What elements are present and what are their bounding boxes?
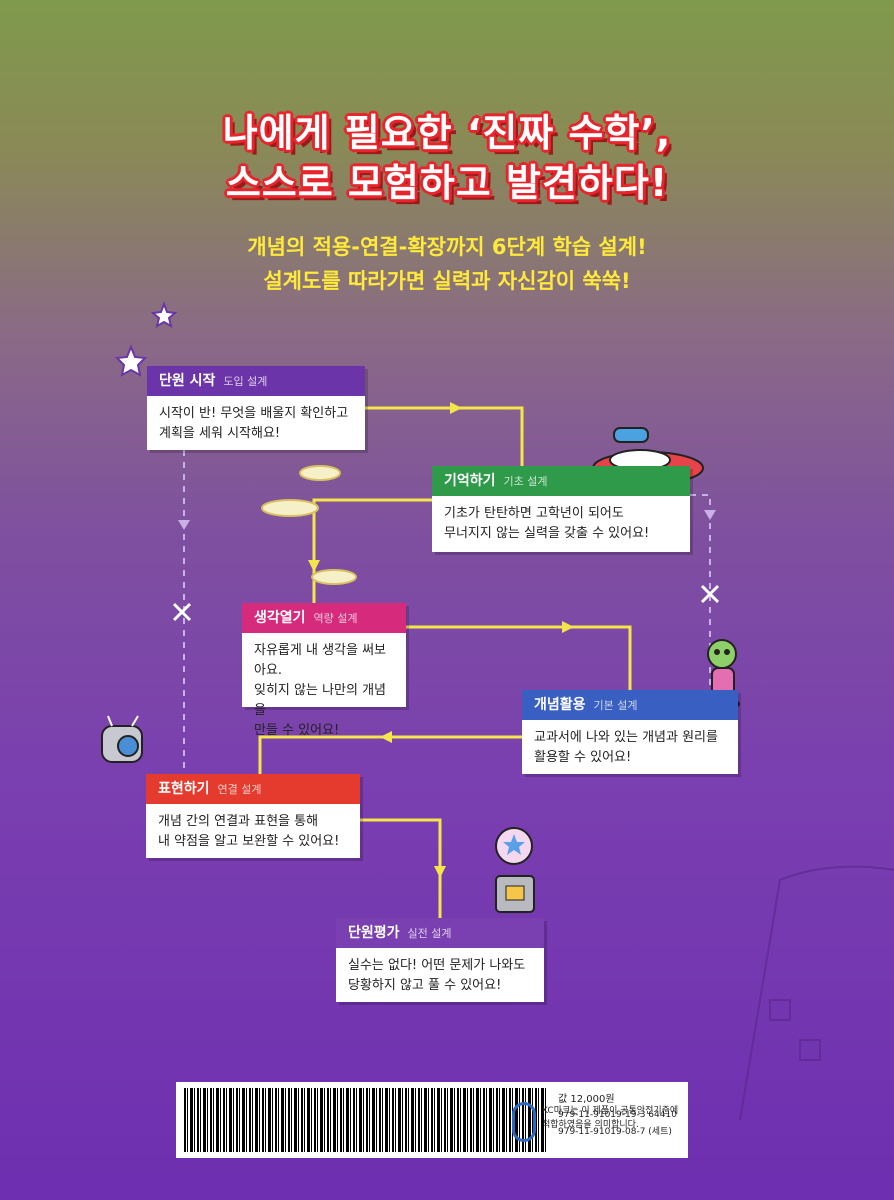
card-open-thinking: 생각열기 역량 설계 자유롭게 내 생각을 써보아요. 잊히지 않는 나만의 개념… [242,603,406,738]
card-body: 기초가 탄탄하면 고학년이 되어도 무너지지 않는 실력을 갖출 수 있어요! [432,496,690,552]
card-body: 실수는 없다! 어떤 문제가 나와도 당황하지 않고 풀 수 있어요! [336,948,544,1004]
robot-head-icon [101,715,143,763]
card-line: 자유롭게 내 생각을 써보아요. [254,643,386,678]
kc-text-line-1: KC마크는 이 제품이 공통안전기준에 [542,1106,679,1116]
card-tag: 역량 설계 [313,612,358,625]
kc-text: KC마크는 이 제품이 공통안전기준에 적합하였음을 의미합니다. [542,1104,686,1132]
isbn-line-1: 979-11-91019-19-3 64410 [558,1110,677,1120]
card-header: 기억하기 기초 설계 [432,466,690,496]
headline-line-1: 나에게 필요한 ‘진짜 수학’, [222,111,672,155]
price-label: 값 12,000원 [558,1094,615,1105]
isbn-line-2: 979-11-91019-08-7 (세트) [558,1127,672,1137]
card-title: 표현하기 [158,781,210,797]
barcode-icon [184,1088,548,1152]
subtitle-line-1: 개념의 적용-연결-확장까지 6단계 학습 설계! [247,235,647,259]
card-line: 만들 수 있어요! [254,723,340,738]
card-line: 활용할 수 있어요! [534,750,632,765]
card-line: 내 약점을 알고 보완할 수 있어요! [158,834,340,849]
card-body: 자유롭게 내 생각을 써보아요. 잊히지 않는 나만의 개념을 만들 수 있어요… [242,633,406,749]
headline: 나에게 필요한 ‘진짜 수학’, 스스로 모험하고 발견하다! [0,108,894,208]
card-unit-test: 단원평가 실전 설계 실수는 없다! 어떤 문제가 나와도 당황하지 않고 풀 수… [336,918,544,1002]
card-body: 교과서에 나와 있는 개념과 원리를 활용할 수 있어요! [522,720,738,776]
card-header: 단원평가 실전 설계 [336,918,544,948]
card-tag: 실전 설계 [407,927,452,940]
card-header: 표현하기 연결 설계 [146,774,360,804]
card-tag: 기본 설계 [593,699,638,712]
kc-mark: KC마크는 이 제품이 공통안전기준에 적합하였음을 의미합니다. [508,1098,688,1158]
subtitle-line-2: 설계도를 따라가면 실력과 자신감이 쑥쑥! [263,269,631,293]
card-title: 기억하기 [444,473,496,489]
card-line: 당황하지 않고 풀 수 있어요! [348,978,502,993]
card-title: 개념활용 [534,697,586,713]
card-unit-start: 단원 시작 도입 설계 시작이 반! 무엇을 배울지 확인하고 계획을 세워 시작… [147,366,365,450]
card-express: 표현하기 연결 설계 개념 간의 연결과 표현을 통해 내 약점을 알고 보완할 … [146,774,360,858]
robot-star-icon [495,827,535,913]
card-line: 교과서에 나와 있는 개념과 원리를 [534,730,718,745]
card-line: 잊히지 않는 나만의 개념을 [254,683,386,718]
subtitle: 개념의 적용-연결-확장까지 6단계 학습 설계! 설계도를 따라가면 실력과 … [0,230,894,298]
kc-text-line-2: 적합하였음을 의미합니다. [542,1120,639,1130]
card-line: 계획을 세워 시작해요! [159,426,281,441]
card-title: 생각열기 [254,610,306,626]
barcode-box: 값 12,000원 979-11-91019-19-3 64410 979-11… [176,1082,688,1158]
card-header: 개념활용 기본 설계 [522,690,738,720]
card-line: 개념 간의 연결과 표현을 통해 [158,814,319,829]
card-tag: 연결 설계 [217,783,262,796]
card-remember: 기억하기 기초 설계 기초가 탄탄하면 고학년이 되어도 무너지지 않는 실력을 … [432,466,690,552]
card-header: 단원 시작 도입 설계 [147,366,365,396]
card-line: 실수는 없다! 어떤 문제가 나와도 [348,958,526,973]
headline-line-2: 스스로 모험하고 발견하다! [225,161,669,205]
card-line: 시작이 반! 무엇을 배울지 확인하고 [159,406,349,421]
card-concept-use: 개념활용 기본 설계 교과서에 나와 있는 개념과 원리를 활용할 수 있어요! [522,690,738,774]
card-tag: 도입 설계 [223,375,268,388]
card-title: 단원평가 [348,925,400,941]
card-body: 개념 간의 연결과 표현을 통해 내 약점을 알고 보완할 수 있어요! [146,804,360,860]
card-title: 단원 시작 [159,373,216,389]
card-header: 생각열기 역량 설계 [242,603,406,633]
card-body: 시작이 반! 무엇을 배울지 확인하고 계획을 세워 시작해요! [147,396,365,452]
card-tag: 기초 설계 [503,475,548,488]
kc-logo-icon [512,1102,536,1142]
card-line: 기초가 탄탄하면 고학년이 되어도 [444,506,624,521]
card-line: 무너지지 않는 실력을 갖출 수 있어요! [444,526,650,541]
